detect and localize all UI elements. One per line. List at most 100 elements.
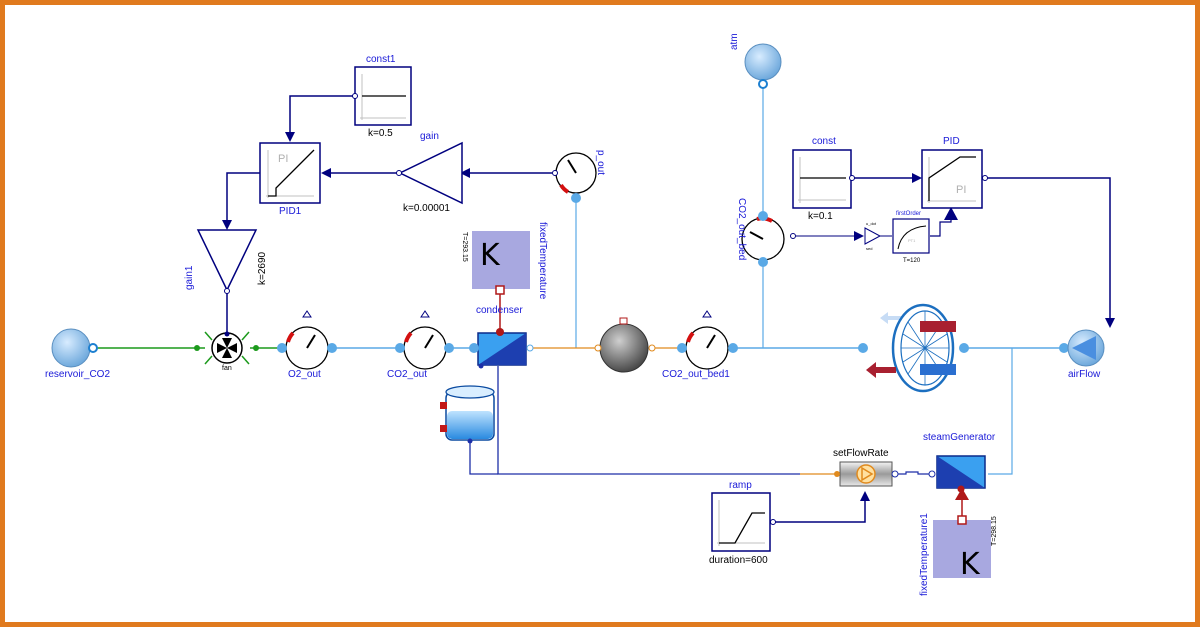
fixed-temperature1-arrowhead [955,488,969,500]
const-output-port[interactable] [849,175,855,181]
tank-port-1[interactable] [440,402,447,409]
signal-const1-to-pid1 [285,95,355,142]
pump-port-left[interactable] [834,471,840,477]
atm-boundary[interactable]: atm [729,33,782,89]
fixed-temperature1-port[interactable] [957,515,967,525]
fixed-temperature[interactable]: K T=293.15 fixedTemperature [461,222,548,300]
pid-curve [928,156,976,201]
condenser-port-right[interactable] [526,344,534,352]
connections [96,86,1115,560]
pid-block[interactable]: PI PID [921,136,988,209]
pid-box [921,149,983,209]
co2-out-port-right[interactable] [444,343,454,353]
fan-signal-port[interactable] [224,331,230,337]
fan-port-right[interactable] [253,345,259,351]
fan-blades-icon [217,338,237,358]
pid-label: PID [943,136,960,147]
fixed-temperature1[interactable]: K T=298.15 fixedTemperature1 [919,488,998,596]
volume-port-right[interactable] [648,344,656,352]
pid-output-port[interactable] [982,175,988,181]
volume-sphere [599,323,649,373]
fixed-temperature-port[interactable] [495,285,505,295]
desiccant-wheel[interactable] [858,303,969,393]
water-setflow-to-steam [893,471,930,475]
co2-out-bed-sensor[interactable]: CO2_out_bed [736,198,796,267]
condenser[interactable]: condenser [469,305,534,369]
water-tank[interactable] [440,385,495,444]
co2-out-bed1-sensor[interactable]: CO2_out_bed1 [662,310,738,380]
co2-out-bed-label: CO2_out_bed [736,198,747,260]
const-block[interactable]: const k=0.1 [792,136,855,222]
fan-port-left[interactable] [194,345,200,351]
co2-out-bed1-needle [706,334,716,349]
gain1-output-port[interactable] [224,288,230,294]
o2-out-port-right[interactable] [327,343,337,353]
gain1-block[interactable]: gain1 k=2690 [184,229,268,294]
condenser-water-port[interactable] [478,363,484,369]
fan[interactable]: fan [194,331,259,373]
atm-port[interactable] [758,79,768,89]
water-tank-to-line [469,440,498,475]
water-condenser-to-setflow [497,366,800,475]
pump-port-right[interactable] [891,470,899,478]
co2-out-bed1-port-left[interactable] [677,343,687,353]
first-order-small-gain [864,227,882,245]
first-order-label: firstOrder [896,211,921,217]
ramp-param: duration=600 [709,555,768,566]
const1-output-port[interactable] [352,93,358,99]
co2-out-bed-port-bottom[interactable] [758,257,768,267]
o2-out-sensor[interactable]: O2_out [277,310,337,380]
o2-out-port-left[interactable] [277,343,287,353]
fixed-temperature-k-symbol: K [480,238,501,273]
p-out-signal-port[interactable] [552,170,558,176]
gain-triangle [398,141,463,205]
co2-out-sensor[interactable]: CO2_out [387,310,454,380]
air-flow-arrow-icon [1072,336,1096,360]
co2-out-bed1-port-right[interactable] [728,343,738,353]
set-flow-rate-pump[interactable]: setFlowRate [833,448,899,487]
co2-out-bed1-arrow-icon [702,310,712,318]
co2-out-bed-signal-port[interactable] [790,233,796,239]
tank-port-2[interactable] [440,425,447,432]
p-out-fluid-port[interactable] [571,193,581,203]
p-out-label: p_out [595,150,606,175]
wheel-arrow-out-icon [866,362,896,378]
first-order-inner-top: u_dot [866,221,877,226]
fixed-temperature-label: fixedTemperature [537,222,548,300]
pid1-block[interactable]: PI PID1 [259,142,321,217]
reservoir-co2[interactable]: reservoir_CO2 [45,328,110,380]
atm-label: atm [729,33,740,50]
set-flow-rate-label: setFlowRate [833,448,889,459]
tank-port-bottom[interactable] [467,438,473,444]
const1-block[interactable]: const1 k=0.5 [352,54,412,139]
gain-block[interactable]: gain k=0.00001 [396,131,463,214]
volume-top-port[interactable] [619,317,628,325]
p-out-needle [567,159,577,174]
co2-out-port-left[interactable] [395,343,405,353]
volume-port-left[interactable] [594,344,602,352]
air-flow-source[interactable]: airFlow [1059,329,1105,380]
p-out-sensor[interactable]: p_out [552,150,607,203]
wheel-port-right[interactable] [959,343,969,353]
volume[interactable] [594,317,656,373]
condenser-port-left[interactable] [469,343,479,353]
ramp-output-port[interactable] [770,519,776,525]
gain-param: k=0.00001 [403,203,450,214]
gain-output-port[interactable] [396,170,402,176]
wheel-arrow-in-icon [880,312,905,324]
fixed-temperature-box [472,231,530,289]
air-flow-port[interactable] [1059,343,1069,353]
condenser-heat-port[interactable] [496,328,504,336]
co2-out-bed-port-top[interactable] [758,211,768,221]
steam-generator[interactable]: steamGenerator [923,432,996,493]
wheel-port-left[interactable] [858,343,868,353]
reservoir-ball [51,328,91,368]
reservoir-port[interactable] [88,343,98,353]
const-box [792,149,852,209]
gain-label: gain [420,131,439,142]
first-order-block[interactable]: u_dot sed PT1 firstOrder T=120 [864,211,930,264]
fan-housing [204,331,250,365]
steam-gen-port-left[interactable] [928,470,936,478]
co2-out-bed1-label: CO2_out_bed1 [662,369,730,380]
ramp-block[interactable]: ramp duration=600 [709,480,776,566]
